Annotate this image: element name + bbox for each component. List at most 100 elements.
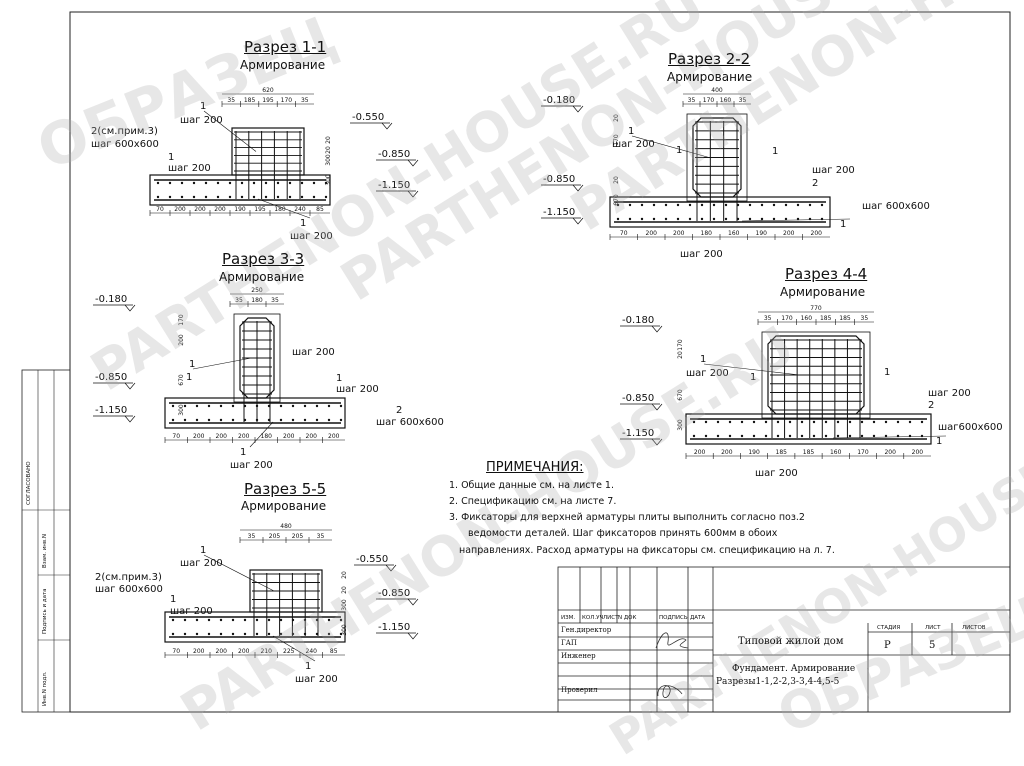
stamp-sheet-subtitle: Разрезы1-1,2-2,3-3,4-4,5-5 xyxy=(716,677,840,687)
stamp-col-data: ДАТА xyxy=(690,615,706,621)
sheet-frame xyxy=(69,11,1011,713)
rebar-dot xyxy=(312,181,316,185)
rebar-dot xyxy=(231,632,235,636)
rebar-dot xyxy=(796,217,800,221)
rebar-dot xyxy=(688,217,692,221)
dim-bottom-segment: 185 xyxy=(776,449,788,456)
rebar-dot xyxy=(156,195,160,199)
rebar-dot xyxy=(291,404,295,408)
rebar-dot xyxy=(748,203,752,207)
elevation-mark: -0.180 xyxy=(622,315,654,326)
rebar-dot xyxy=(171,618,175,622)
dim-side: 300 xyxy=(178,404,185,416)
dim-bottom-segment: 195 xyxy=(254,206,266,213)
side-agreed: СОГЛАСОВАНО xyxy=(26,461,32,505)
stamp-sheet-title: Фундамент. Армирование xyxy=(732,664,856,674)
rebar-dot xyxy=(243,618,247,622)
rebar-dot xyxy=(339,404,343,408)
rebar-dot xyxy=(315,418,319,422)
rebar-dot xyxy=(288,195,292,199)
column-outline xyxy=(692,117,742,198)
elevation-mark: -0.850 xyxy=(95,372,127,383)
elevation-arrow xyxy=(407,598,419,606)
note-2: 2. Спецификацию см. на листе 7. xyxy=(449,496,617,507)
rebar-dot xyxy=(327,618,331,622)
rebar-dot xyxy=(231,404,235,408)
rebar-dot xyxy=(276,181,280,185)
rebar-dot xyxy=(291,418,295,422)
callout-label: шаг 200 xyxy=(928,388,971,399)
section-1-subtitle: Армирование xyxy=(240,58,326,72)
dim-side: 670 xyxy=(677,389,684,401)
rebar-dot xyxy=(784,203,788,207)
rebar-dot xyxy=(704,434,708,438)
dim-side: 670 xyxy=(613,194,620,206)
rebar-dot xyxy=(192,195,196,199)
callout-label: 1 xyxy=(168,152,174,163)
rebar-dot xyxy=(255,632,259,636)
rebar-dot xyxy=(240,181,244,185)
note-3-cont-1: ведомости деталей. Шаг фиксаторов принят… xyxy=(468,528,778,539)
callout-label: шаг 200 xyxy=(290,231,333,242)
dim-bottom-segment: 190 xyxy=(756,230,768,237)
rebar-dot xyxy=(219,618,223,622)
rebar-dot xyxy=(180,195,184,199)
callout-label: 1 xyxy=(772,146,778,157)
callout-label: шаг 600х600 xyxy=(95,584,163,595)
callout-label: шаг 200 xyxy=(755,468,798,479)
rebar-dot xyxy=(168,181,172,185)
dim-side: 170 xyxy=(677,339,684,351)
stamp-sheets-label: ЛИСТОВ xyxy=(962,625,986,631)
rebar-dot xyxy=(776,420,780,424)
rebar-dot xyxy=(728,420,732,424)
rebar-dot xyxy=(312,195,316,199)
rebar-dot xyxy=(339,618,343,622)
section-5-title: Разрез 5-5 xyxy=(244,480,327,498)
rebar-dot xyxy=(728,434,732,438)
rebar-dot xyxy=(884,420,888,424)
note-3: 3. Фиксаторы для верхней арматуры плиты … xyxy=(449,512,805,523)
rebar-dot xyxy=(231,418,235,422)
rebar-dot xyxy=(848,420,852,424)
dim-side: 20 xyxy=(613,176,620,184)
dim-top-segment: 160 xyxy=(801,315,813,322)
dim-bottom-segment: 200 xyxy=(783,230,795,237)
rebar-dot xyxy=(800,420,804,424)
rebar-dot xyxy=(171,418,175,422)
rebar-dot xyxy=(156,181,160,185)
rebar-dot xyxy=(279,632,283,636)
rebar-dot xyxy=(183,418,187,422)
callout-label: 1 xyxy=(200,545,206,556)
rebar-dot xyxy=(652,203,656,207)
rebar-dot xyxy=(920,434,924,438)
dim-bottom-segment: 210 xyxy=(261,648,273,655)
rebar-dot xyxy=(872,434,876,438)
dim-bottom-segment: 180 xyxy=(274,206,286,213)
rebar-dot xyxy=(836,434,840,438)
rebar-dot xyxy=(896,420,900,424)
dim-side: 20 xyxy=(325,146,332,154)
leader-line xyxy=(741,218,851,222)
elevation-arrow xyxy=(381,122,393,130)
dim-top-segment: 185 xyxy=(820,315,832,322)
callout-label: 1 xyxy=(170,594,176,605)
dim-top-segment: 35 xyxy=(271,297,279,304)
dim-side: 300 xyxy=(341,599,348,611)
section-3-subtitle: Армирование xyxy=(219,270,305,284)
stamp-col-podpis: ПОДПИСЬ xyxy=(659,615,688,621)
callout-label: 1 xyxy=(840,219,846,230)
dim-side: 300 xyxy=(677,419,684,431)
rebar-dot xyxy=(784,217,788,221)
dim-top-total: 400 xyxy=(711,87,723,94)
rebar-dot xyxy=(860,434,864,438)
elevation-arrow xyxy=(572,217,584,225)
dim-bottom-segment: 85 xyxy=(316,206,324,213)
note-3-cont-2: направлениях. Расход арматуры на фиксато… xyxy=(459,545,835,556)
dim-side: 200 xyxy=(178,334,185,346)
elevation-arrow xyxy=(124,415,136,423)
rebar-dot xyxy=(228,195,232,199)
dim-top-segment: 205 xyxy=(292,533,304,540)
rebar-dot xyxy=(228,181,232,185)
